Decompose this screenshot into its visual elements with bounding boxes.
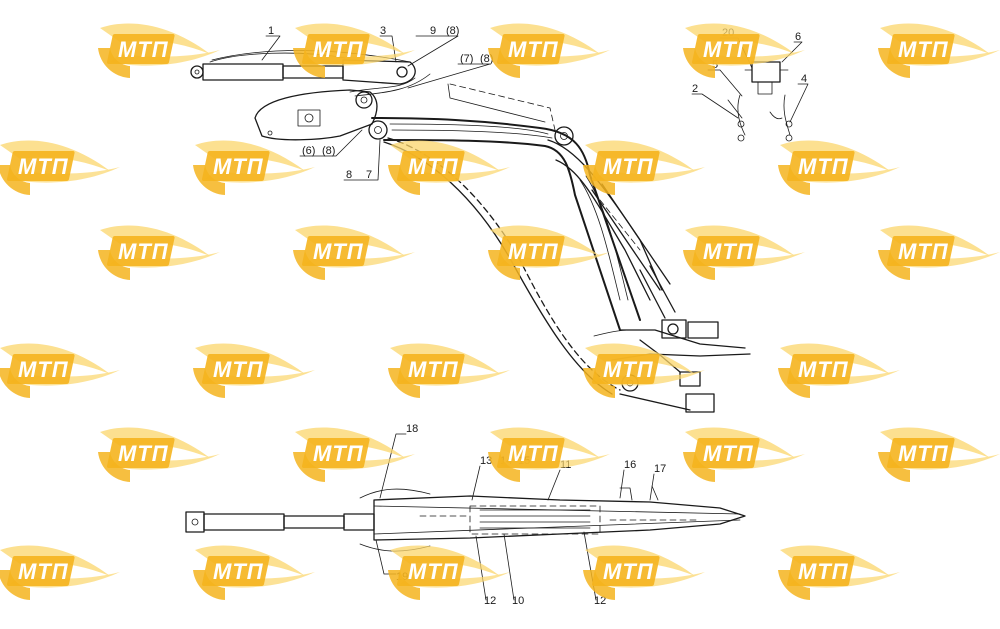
boom-foot-frame bbox=[593, 319, 751, 413]
callout-3: 3 bbox=[380, 25, 386, 37]
callout-17: 17 bbox=[654, 463, 666, 475]
callout-19: 19 bbox=[396, 571, 408, 583]
hose-route-dashed bbox=[387, 137, 621, 391]
callout-20: 20 bbox=[722, 27, 734, 39]
callout-6-sub: (6) bbox=[302, 145, 315, 157]
callout-6: 6 bbox=[795, 31, 801, 43]
callout-10: 10 bbox=[512, 595, 524, 607]
callout-8-sub-b: (8) bbox=[322, 145, 335, 157]
hose-route bbox=[383, 141, 613, 395]
callout-1: 1 bbox=[268, 25, 274, 37]
main-boom bbox=[371, 83, 676, 331]
callout-18: 18 bbox=[406, 423, 418, 435]
callout-13: 13 bbox=[480, 455, 492, 467]
callout-12-b: 12 bbox=[594, 595, 606, 607]
callout-2: 2 bbox=[692, 83, 698, 95]
stick-arm bbox=[254, 73, 431, 141]
plan-view-assembly bbox=[185, 485, 746, 552]
callout-15: 15 bbox=[518, 455, 530, 467]
callout-labels: 1 3 9 (8) (7) (8) (6) (8) 8 7 20 5 2 6 4… bbox=[268, 25, 807, 607]
valve-detail bbox=[727, 61, 793, 142]
callout-16: 16 bbox=[624, 459, 636, 471]
callout-9: 9 bbox=[430, 25, 436, 37]
callout-14: 14 bbox=[500, 455, 512, 467]
bucket-cylinder bbox=[190, 50, 416, 85]
callout-5: 5 bbox=[712, 59, 718, 71]
callout-11: 11 bbox=[560, 459, 571, 471]
callout-7-sub: (7) bbox=[460, 53, 473, 65]
callout-12-a: 12 bbox=[484, 595, 496, 607]
callout-8: 8 bbox=[346, 169, 352, 181]
callout-4: 4 bbox=[801, 73, 807, 85]
callout-9-sub: (8) bbox=[446, 25, 459, 37]
callout-8-sub-a: (8) bbox=[480, 53, 493, 65]
callout-7: 7 bbox=[366, 169, 372, 181]
